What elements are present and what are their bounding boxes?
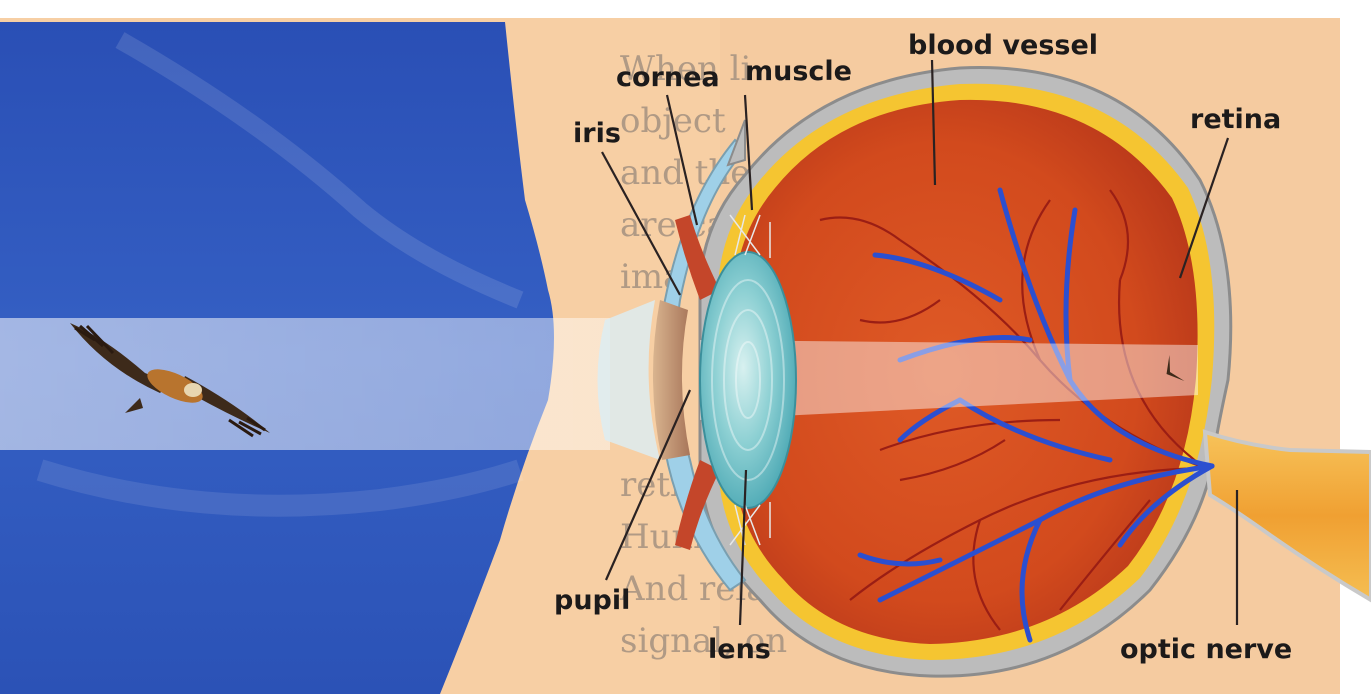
label-muscle: muscle xyxy=(745,56,852,87)
label-lens: lens xyxy=(708,634,771,665)
label-cornea: cornea xyxy=(616,62,720,93)
lens-shape xyxy=(700,252,796,508)
label-retina: retina xyxy=(1190,104,1281,135)
label-pupil: pupil xyxy=(554,585,630,616)
label-optic-nerve: optic nerve xyxy=(1120,634,1292,665)
label-iris: iris xyxy=(573,118,621,149)
label-blood-vessel: blood vessel xyxy=(908,30,1098,61)
